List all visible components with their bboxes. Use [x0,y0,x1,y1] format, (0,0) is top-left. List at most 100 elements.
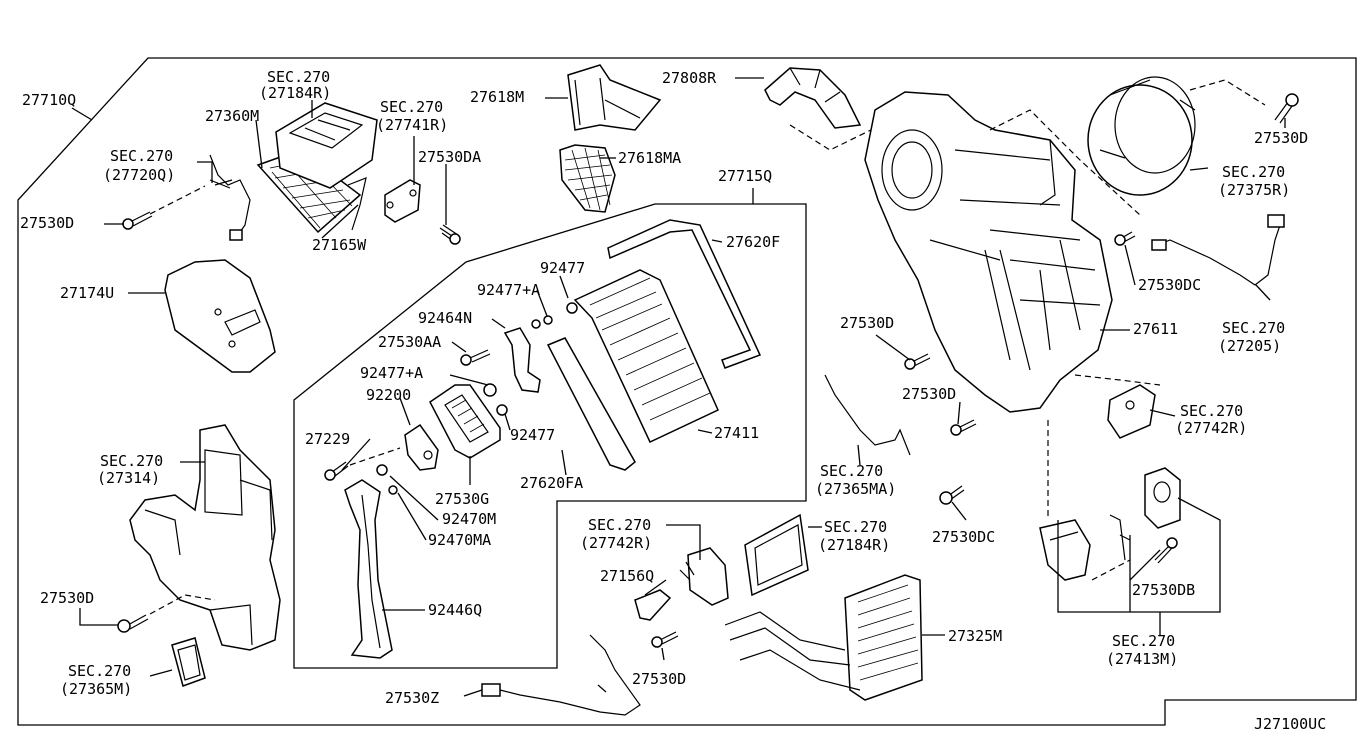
housing-27611 [864,91,1113,413]
diagram-code: J27100UC [1254,715,1326,733]
label-27620f: 27620F [726,233,780,251]
label-sec-27742r-2a: SEC.270 [588,516,651,534]
dash-27530d-left [149,185,206,215]
label-sec-27742r-1a: SEC.270 [1180,402,1243,420]
label-92464n: 92464N [418,309,472,327]
label-27530d-2: 27530D [1254,129,1308,147]
filter-27184r-lower [744,513,809,597]
label-sec-27365ma-a: SEC.270 [820,462,883,480]
label-sec-27365ma-b: (27365MA) [815,480,896,498]
label-sec-27720q-b: (27720Q) [103,166,175,184]
label-92477-1: 92477 [540,259,585,277]
screw-27530db [1154,537,1178,564]
duct-27618m [567,64,662,131]
label-27618m: 27618M [470,88,524,106]
dash-leftlow [149,594,216,615]
label-27530d-3: 27530D [840,314,894,332]
label-27618ma: 27618MA [618,149,681,167]
wire-27205 [1151,214,1285,286]
label-sec-27184r-a: SEC.270 [267,68,330,86]
filter-case-27184r [275,102,378,189]
label-sec-27375r-b: (27375R) [1218,181,1290,199]
label-27530d-4: 27530D [902,385,956,403]
oring-92477a-top [543,315,553,325]
lever-27156q [634,589,672,621]
label-27360m: 27360M [205,107,259,125]
label-27325m: 27325M [948,627,1002,645]
bracket-27741r [384,179,421,223]
label-27229: 27229 [305,430,350,448]
clip-27165w [347,177,367,231]
dash-27229 [349,447,401,466]
label-27530dc-2: 27530DC [932,528,995,546]
label-sec-27413m-b: (27413M) [1106,650,1178,668]
blower-motor-27375r [1087,76,1196,196]
label-27530g: 27530G [435,490,489,508]
valve-92200 [404,423,439,471]
label-27620fa: 27620FA [520,474,583,492]
label-92477a-2: 92477+A [360,364,423,382]
oring-92470m [376,464,388,476]
bracket-27620f [607,219,762,369]
screw-27530dc-2 [939,485,965,505]
gasket-27365m [171,637,206,687]
label-sec-27205-b: (27205) [1218,337,1281,355]
hose-27365ma [824,374,911,456]
pipe-92446q [344,479,393,659]
outer-frame [17,57,1357,726]
screw-27530dc-1 [1114,231,1136,246]
label-sec-27184r-b: (27184R) [259,84,331,102]
label-sec-27184r2-b: (27184R) [818,536,890,554]
dash-housing-right [989,109,1141,216]
pipe-92464n [503,327,541,393]
label-27808r: 27808R [662,69,717,87]
mesh-27618ma [559,144,616,213]
label-27165w: 27165W [312,236,367,254]
label-27174u: 27174U [60,284,114,302]
label-sec-27742r-2b: (27742R) [580,534,652,552]
screw-27530d-leftlow [117,614,149,633]
label-27530aa: 27530AA [378,333,441,351]
label-sec-27375r-a: SEC.270 [1222,163,1285,181]
leader-lines [71,77,1286,697]
screw-27530d-lowcenter [651,631,679,648]
label-sec-27184r2-a: SEC.270 [824,518,887,536]
screw-27530d-topright [1274,93,1299,124]
block-27530g [429,384,501,459]
label-sec-27314-b: (27314) [97,469,160,487]
subassembly-frame [293,203,807,669]
label-27710q: 27710Q [22,91,76,109]
duct-27314 [129,424,281,651]
label-sec-27742r-1b: (27742R) [1175,419,1247,437]
evaporator-27411 [573,269,719,443]
label-sec-27205-a: SEC.270 [1222,319,1285,337]
label-27530z: 27530Z [385,689,439,707]
screw-27530d-left [122,211,153,230]
screw-27530da [439,224,461,245]
dash-motor [1091,559,1131,581]
oring-92477a-mid [483,383,497,397]
oring-92477-mid [496,404,508,416]
dash-27808r [789,124,876,151]
bracket-27620fa [546,337,636,471]
label-27530d-1: 27530D [20,214,74,232]
label-sec-27314-a: SEC.270 [100,452,163,470]
label-27715q: 27715Q [718,167,772,185]
actuator-27742r-right [1107,384,1156,439]
harness-27530z [481,634,641,716]
label-27530d-6: 27530D [632,670,686,688]
label-92477-2: 92477 [510,426,555,444]
label-27530da: 27530DA [418,148,481,166]
screw-27530aa [460,349,491,366]
cover-27174u [164,259,276,373]
label-92200: 92200 [366,386,411,404]
label-sec-27741r-a: SEC.270 [380,98,443,116]
seal-27808r [764,67,862,129]
heater-core-27325m [724,574,923,701]
label-sec-27413m-a: SEC.270 [1112,632,1175,650]
label-92470ma: 92470MA [428,531,491,549]
screw-27530d-mid2 [950,419,977,436]
label-92446q: 92446Q [428,601,482,619]
oring-92477-top [566,302,578,314]
